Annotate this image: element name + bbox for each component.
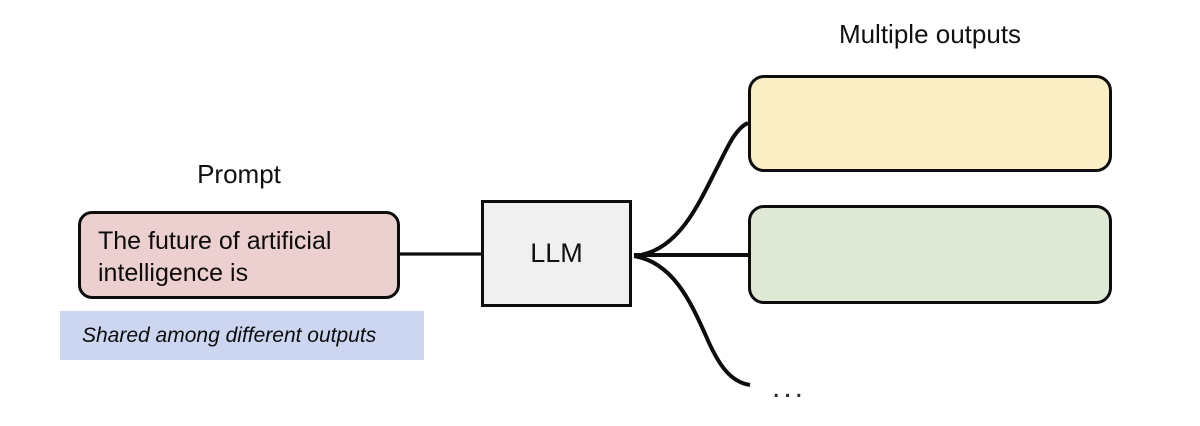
shared-note-text: Shared among different outputs xyxy=(82,323,377,347)
ellipsis-more-outputs: ... xyxy=(772,371,807,404)
llm-box[interactable]: LLM xyxy=(481,200,632,307)
output-box-1[interactable] xyxy=(748,75,1112,172)
prompt-box[interactable]: The future of artificial intelligence is xyxy=(78,211,400,299)
llm-label: LLM xyxy=(530,238,583,268)
connector-llm-to-ellipsis xyxy=(633,254,751,387)
prompt-title: Prompt xyxy=(197,159,281,189)
shared-note-banner: Shared among different outputs xyxy=(60,311,424,360)
multiple-outputs-title: Multiple outputs xyxy=(838,19,1022,49)
output-box-2[interactable] xyxy=(748,205,1112,304)
prompt-text: The future of artificial intelligence is xyxy=(98,227,332,287)
connector-llm-to-output-1 xyxy=(633,121,749,258)
